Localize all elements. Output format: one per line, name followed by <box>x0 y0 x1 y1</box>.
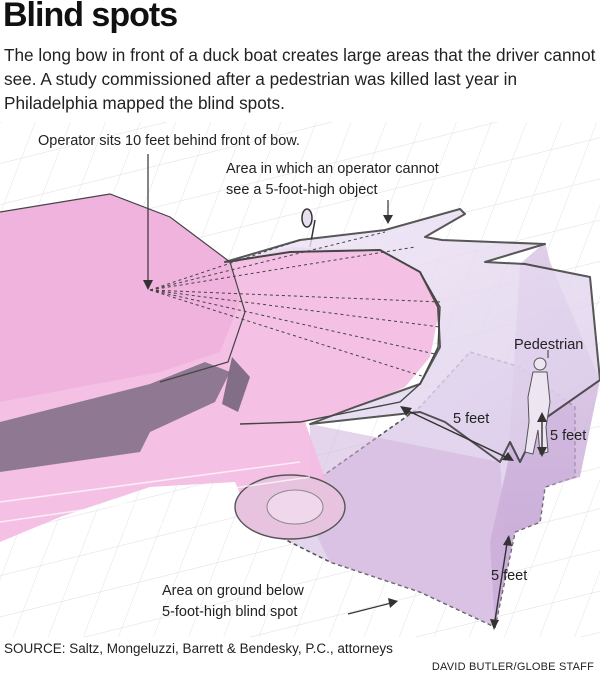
side-mirror <box>301 208 316 248</box>
ground-arrowhead <box>388 598 398 608</box>
duck-boat-top <box>0 194 240 402</box>
area-label-line2: see a 5-foot-high object <box>226 182 378 198</box>
dim-5ft-h-arrow-a <box>400 406 412 416</box>
blind-zone-wall-front <box>310 424 505 627</box>
bow-outline <box>227 249 441 425</box>
sight-lines <box>149 231 441 378</box>
page-title: Blind spots <box>3 0 178 34</box>
pedestrian-label: Pedestrian <box>514 337 584 353</box>
dim-5ft-v-arrow-a <box>537 412 547 422</box>
ground-leader <box>347 601 396 615</box>
pedestrian-figure <box>524 357 551 455</box>
area-label-line1: Area in which an operator cannot <box>226 161 439 177</box>
dim-5ft-label-c: 5 feet <box>491 568 528 584</box>
source-line: SOURCE: Saltz, Mongeluzzi, Barrett & Ben… <box>4 641 393 656</box>
ground-label-line1: Area on ground below <box>162 583 304 599</box>
ground-label-line2: 5-foot-high blind spot <box>162 604 298 620</box>
windshield <box>0 362 230 472</box>
dim-5ft-vb-arrow-b <box>490 619 499 630</box>
dim-5ft-h-arrow-b <box>502 452 514 461</box>
dim-5ft-label-b: 5 feet <box>550 428 587 444</box>
dim-5ft-vertical-bottom <box>493 536 509 628</box>
wheel-hub <box>266 489 324 525</box>
dim-5ft-vb-arrow-a <box>503 535 512 546</box>
windshield-side <box>222 357 250 412</box>
blind-spot-diagram <box>0 122 600 637</box>
dim-5ft-v-arrow-b <box>537 447 547 457</box>
intro-text: The long bow in front of a duck boat cre… <box>4 45 596 113</box>
operator-label: Operator sits 10 feet behind front of bo… <box>38 133 300 149</box>
hull-stripes <box>0 461 311 543</box>
dim-5ft-horizontal <box>401 407 513 461</box>
area-arrowhead <box>383 215 393 224</box>
operator-arrowhead <box>143 280 153 290</box>
cab-outline <box>0 193 246 383</box>
dim-5ft-label-a: 5 feet <box>453 411 490 427</box>
credit-line: DAVID BUTLER/GLOBE STAFF <box>431 661 594 673</box>
